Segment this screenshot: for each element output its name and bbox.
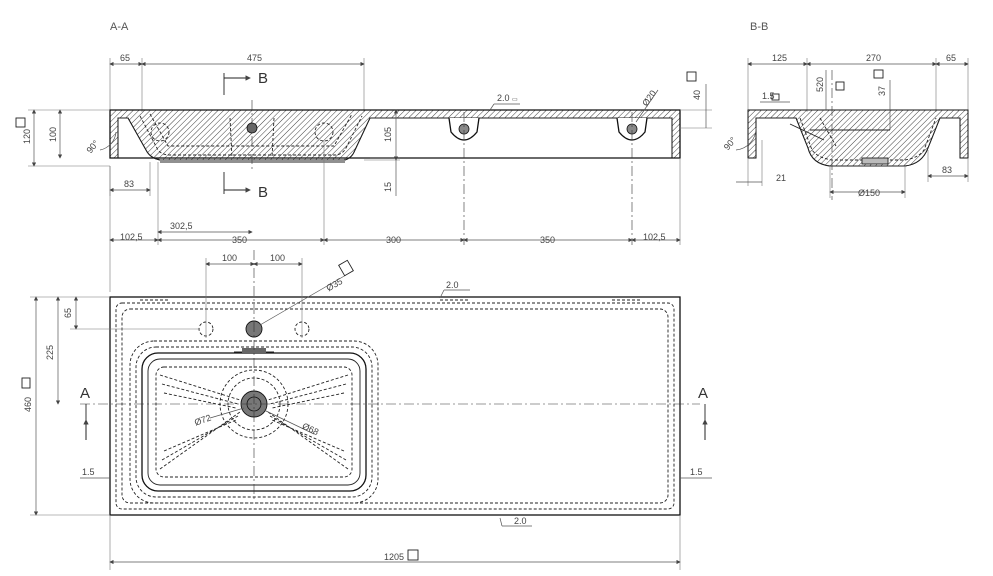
aa-dim-15: 15 [383, 182, 393, 192]
aa-dim-102-5-right: 102,5 [643, 232, 666, 242]
plan-dim-65: 65 [63, 308, 73, 318]
bb-dim-83: 83 [942, 165, 952, 175]
bb-dim-37: 37 [877, 86, 887, 96]
plan-dim-100-b: 100 [270, 253, 285, 263]
section-aa-title: A-A [110, 21, 129, 33]
section-bb: B-B 125 270 65 520 37 1.5 90° [722, 21, 969, 200]
aa-dim-83: 83 [124, 179, 134, 189]
aa-dim-90: 90° [84, 138, 101, 155]
aa-dim-350-a: 350 [232, 235, 247, 245]
plan-dim-1-5-right: 1.5 [690, 467, 703, 477]
plan-dim-1-5-left: 1.5 [82, 467, 95, 477]
plan-dim-72: Ø72 [193, 412, 212, 427]
plan-cut-a-right: A [698, 385, 708, 402]
plan-cut-a-left: A [80, 385, 90, 402]
aa-dim-65: 65 [120, 53, 130, 63]
plan-view: 100 100 Ø35 2.0 65 225 460 A A Ø72 Ø68 [21, 250, 712, 570]
aa-dim-2-0: 2.0 [497, 93, 510, 103]
aa-dim-40: 40 [692, 90, 702, 100]
aa-dim-102-5-left: 102,5 [120, 232, 143, 242]
plan-dim-2-0-bottom: 2.0 [514, 516, 527, 526]
bb-dim-65: 65 [946, 53, 956, 63]
plan-dim-460: 460 [23, 397, 33, 412]
bb-dim-1-5: 1.5 [762, 91, 775, 101]
bb-dim-150: Ø150 [858, 188, 880, 198]
aa-dim-d20: Ø20 [640, 88, 658, 108]
plan-dim-2-0-top: 2.0 [446, 280, 459, 290]
plan-outline [109, 296, 681, 516]
aa-dim-300: 300 [386, 235, 401, 245]
aa-dim-350-b: 350 [540, 235, 555, 245]
plan-dim-100-a: 100 [222, 253, 237, 263]
aa-dim-105: 105 [383, 127, 393, 142]
aa-dim-100: 100 [48, 127, 58, 142]
section-aa: A-A 65 475 B B [15, 21, 712, 292]
bb-dim-21: 21 [776, 173, 786, 183]
bb-dim-125: 125 [772, 53, 787, 63]
bb-dim-90: 90° [722, 135, 739, 152]
plan-dim-1205: 1205 [384, 552, 404, 562]
aa-symbol-box: ▭ [512, 97, 518, 103]
plan-dim-35: Ø35 [325, 276, 345, 293]
plan-dim-225: 225 [45, 345, 55, 360]
bb-dim-520: 520 [815, 77, 825, 92]
section-bb-title: B-B [750, 21, 768, 33]
aa-cut-b-bottom: B [258, 184, 268, 201]
aa-dim-120: 120 [22, 129, 32, 144]
aa-cut-b-top: B [258, 70, 268, 87]
aa-dim-475: 475 [247, 53, 262, 63]
bb-dim-270: 270 [866, 53, 881, 63]
plan-dim-68: Ø68 [301, 421, 321, 437]
aa-dim-302-5: 302,5 [170, 221, 193, 231]
